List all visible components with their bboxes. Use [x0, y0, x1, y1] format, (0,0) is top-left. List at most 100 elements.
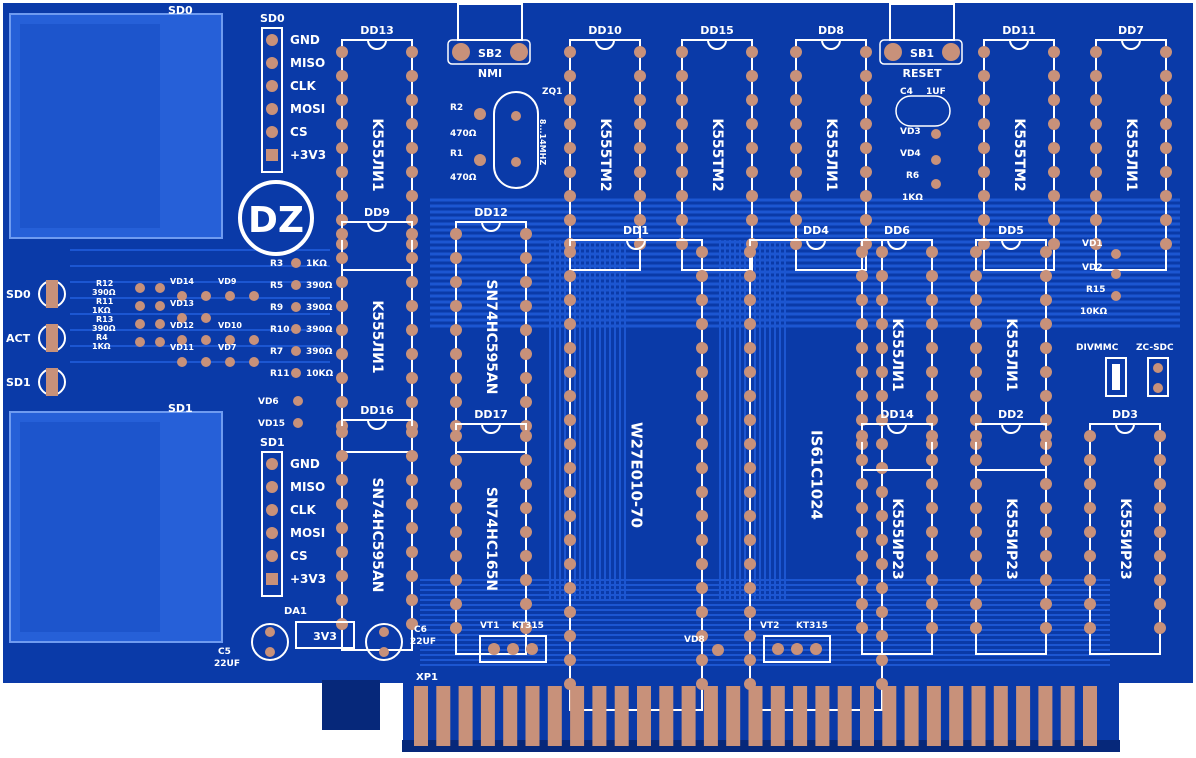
sd-slot-1: SD1 [9, 402, 223, 643]
edge-finger [570, 686, 585, 746]
jumper-divmmc[interactable]: DIVMMC [1076, 343, 1127, 397]
xp1-ref: XP1 [416, 672, 438, 683]
resistor-ref: R11 [96, 297, 114, 306]
resistors-top: R2 470Ω R1 470Ω [450, 103, 486, 183]
chip-ref-label: DD11 [1002, 24, 1036, 37]
edge-finger [971, 686, 986, 746]
right-block: VD1 VD2 R15 10KΩ [1080, 239, 1121, 317]
edge-finger [525, 686, 540, 746]
vd3-ref: VD3 [900, 127, 921, 137]
led-act: ACT [6, 324, 66, 352]
resistor-ref: R5 [270, 281, 283, 291]
edge-finger [681, 686, 696, 746]
c6-value: 22UF [410, 637, 436, 647]
diode-ref: VD12 [170, 321, 194, 330]
edge-finger [458, 686, 473, 746]
edge-finger [860, 686, 874, 746]
diode-ref: VD15 [258, 419, 285, 429]
resistor-value: 390Ω [306, 303, 333, 313]
chip-ref-label: DD15 [700, 24, 734, 37]
resistor-ref: R11 [270, 369, 289, 379]
chip-part-label: IS61C1024 [808, 430, 826, 520]
chip-ref-label: DD9 [364, 206, 390, 219]
button-sb1[interactable]: SB1 RESET [879, 3, 963, 80]
chip-part-label: W27E010-70 [628, 422, 646, 528]
r1-ref: R1 [450, 149, 463, 159]
chip-ref-label: DD1 [623, 224, 649, 237]
header-pin-label: MISO [290, 56, 325, 70]
r1-value: 470Ω [450, 173, 477, 183]
resistor-ref: R13 [96, 315, 113, 324]
chip-ref-label: DD2 [998, 408, 1024, 421]
chip-ref-label: DD6 [884, 224, 910, 237]
resistor-value: 10KΩ [306, 369, 333, 379]
led-label: SD1 [6, 376, 31, 389]
chip-part-label: SN74HC595AN [483, 279, 499, 394]
sd-slot-0: SD0 [9, 4, 223, 239]
chip-part-label: K555TM2 [597, 118, 613, 191]
header-pin-label: CLK [290, 503, 316, 517]
regulator-tab [322, 680, 380, 730]
r6-ref: R6 [906, 171, 919, 181]
vt1-part: KT315 [512, 621, 544, 631]
svg-text:DZ: DZ [248, 200, 304, 241]
chip-ref-label: DD13 [360, 24, 394, 37]
chip-ref-label: DD5 [998, 224, 1024, 237]
da1-ref: DA1 [284, 606, 307, 617]
sd0-slot-label: SD0 [168, 4, 193, 17]
edge-finger [748, 686, 763, 746]
diode-ref: VD6 [258, 397, 279, 407]
jumper-zc-sdc[interactable]: ZC-SDC [1136, 343, 1174, 397]
edge-finger [659, 686, 674, 746]
resistor-value: 1KΩ [92, 306, 111, 315]
resistor-value: 390Ω [92, 288, 116, 297]
r15-value: 10KΩ [1080, 307, 1107, 317]
reset-block: C4 1UF VD3 VD4 R6 1KΩ [895, 87, 951, 203]
vd1-ref: VD1 [1082, 239, 1103, 249]
diode-ref: VD10 [218, 321, 242, 330]
resistor-ref: R12 [96, 279, 113, 288]
resistor-ref: R7 [270, 347, 283, 357]
header-pin-label: +3V3 [290, 148, 326, 162]
edge-finger [547, 686, 562, 746]
c4-ref: C4 [900, 87, 913, 97]
edge-finger [1016, 686, 1031, 746]
chip-part-label: K555ИР23 [1003, 498, 1019, 580]
edge-finger [503, 686, 518, 746]
header-pin-label: MOSI [290, 526, 325, 540]
edge-finger [637, 686, 651, 746]
button-sb2[interactable]: SB2 NMI [447, 3, 531, 80]
header-pin-label: CS [290, 125, 308, 139]
resistor-ref: R9 [270, 303, 283, 313]
diode-ref: VD7 [218, 343, 236, 352]
header-pin-label: MOSI [290, 102, 325, 116]
edge-finger [793, 686, 808, 746]
zq1-value: 8...14MHZ [538, 119, 547, 165]
jumper-divmmc-label: DIVMMC [1076, 343, 1119, 353]
chip-part-label: K555ЛИ1 [1003, 318, 1019, 391]
edge-finger [1060, 686, 1075, 746]
edge-finger [436, 686, 451, 746]
chip-part-label: K555TM2 [1011, 118, 1027, 191]
vt2-ref: VT2 [760, 621, 779, 631]
sb2-label: NMI [478, 67, 502, 80]
resistor-value: 390Ω [306, 281, 333, 291]
crystal-zq1: ZQ1 8...14MHZ [493, 87, 562, 189]
dz-logo: DZ [238, 180, 314, 256]
chip-ref-label: DD12 [474, 206, 508, 219]
